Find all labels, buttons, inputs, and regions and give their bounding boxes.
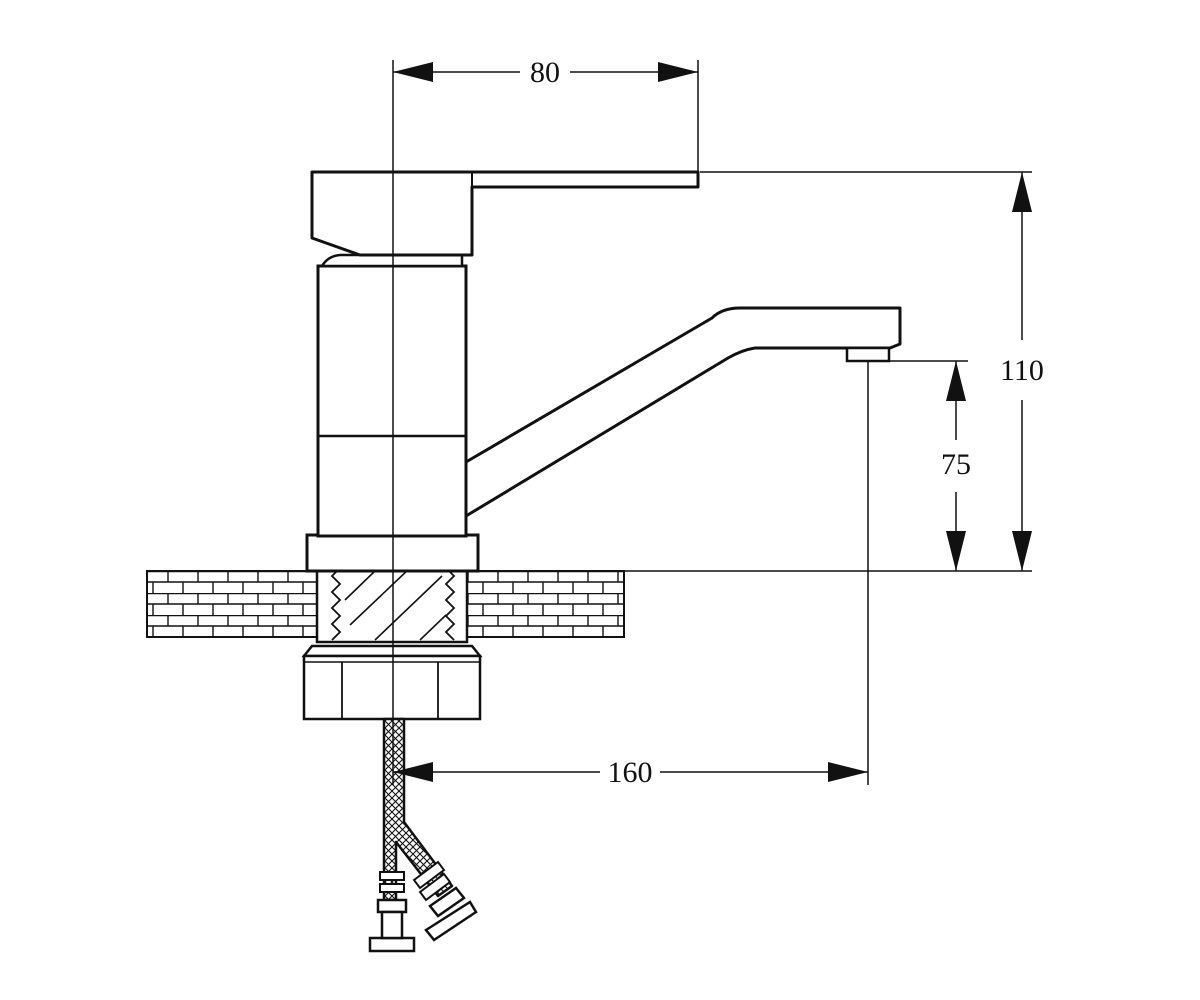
mounting-shank xyxy=(315,564,469,644)
dimension-spout-reach: 160 xyxy=(393,756,868,789)
dimension-label-total-height: 110 xyxy=(1000,354,1044,387)
dimension-handle-reach: 80 xyxy=(393,56,698,89)
supply-hoses xyxy=(368,717,478,953)
handle-neck xyxy=(319,253,464,268)
extension-lines xyxy=(624,60,1032,785)
dimension-label-handle-reach: 80 xyxy=(530,56,560,89)
faucet-body xyxy=(316,264,468,538)
dimension-label-spout-reach: 160 xyxy=(608,756,653,789)
dimension-spout-height: 75 xyxy=(941,361,971,571)
spout xyxy=(464,306,902,518)
mounting-nut xyxy=(301,644,483,721)
dimension-total-height: 110 xyxy=(1000,172,1044,571)
dimension-label-spout-height: 75 xyxy=(941,448,971,481)
handle-lever xyxy=(310,170,700,257)
